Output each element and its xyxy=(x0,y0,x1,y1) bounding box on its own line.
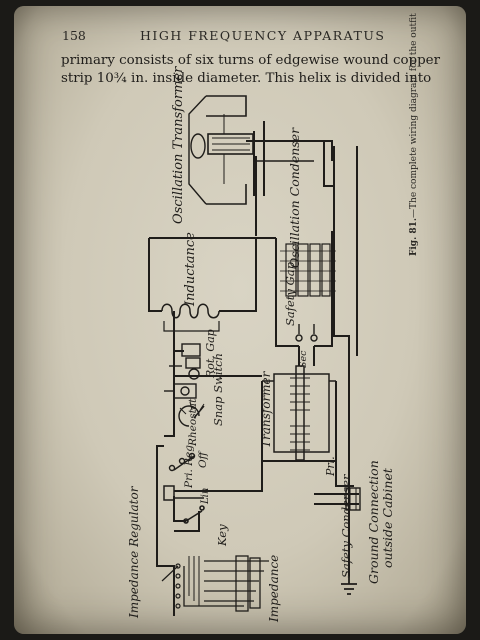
wire xyxy=(333,146,350,576)
label-impedance-regulator: Impedance Regulator xyxy=(127,485,141,619)
wire xyxy=(275,298,299,347)
label-snap-switch: Snap Switch xyxy=(211,353,225,426)
label-rot-gap: Rot. Gap xyxy=(204,329,217,379)
safety-condenser-symbol xyxy=(345,487,361,511)
impedance-regulator-contacts xyxy=(161,563,181,609)
wire xyxy=(324,140,333,161)
wire xyxy=(174,511,200,532)
wire xyxy=(314,298,333,347)
label-oscillation-condenser: Oscillation Condenser xyxy=(287,127,302,268)
wire xyxy=(156,476,175,616)
label-oscillation-transformer: Oscillation Transformer xyxy=(171,66,186,224)
safety-gap-symbol xyxy=(295,324,318,342)
transformer-symbol xyxy=(262,365,336,461)
label-lin: Lin xyxy=(200,488,211,505)
ground-symbol xyxy=(341,576,357,595)
label-off: Off xyxy=(197,450,209,468)
wire xyxy=(246,140,334,187)
label-transformer: Transformer xyxy=(259,370,273,448)
oscillation-transformer-symbol xyxy=(188,95,314,205)
running-title: HIGH FREQUENCY APPARATUS xyxy=(140,28,386,43)
rheostat-symbol xyxy=(178,401,205,427)
wire xyxy=(148,238,162,312)
label-safety-gap: Safety Gap xyxy=(283,261,297,326)
wire xyxy=(149,237,257,312)
impedance-coils xyxy=(183,555,269,612)
wiring-diagram: Oscillation Transformer Inductance Oscil… xyxy=(127,66,395,623)
book-page: 158 HIGH FREQUENCY APPARATUS primary con… xyxy=(14,6,466,634)
body-line: strip 10¾ in. inside diameter. This heli… xyxy=(61,71,432,86)
body-text: primary consists of six turns of edgewis… xyxy=(61,52,451,88)
wire xyxy=(156,445,164,476)
label-impedance: Impedance xyxy=(267,555,281,623)
inductance-coil xyxy=(161,303,220,332)
label-pri-reg: Pri. Reg. xyxy=(183,442,195,489)
label-ground-connection: Ground Connection xyxy=(366,460,381,584)
label-pri-transformer: Pri. xyxy=(324,456,337,477)
label-key: Key xyxy=(215,524,229,547)
label-sec: Sec xyxy=(298,350,309,368)
wire xyxy=(335,461,354,487)
figure-caption: Fig. 81.—The complete wiring diagram for… xyxy=(409,13,419,256)
key-symbol xyxy=(183,505,205,524)
page-number: 158 xyxy=(62,28,86,43)
pri-reg-switch xyxy=(168,452,196,472)
wire xyxy=(164,351,175,437)
condenser-plates xyxy=(280,243,336,297)
rotary-gap-symbol xyxy=(169,343,201,380)
snap-switch-symbol xyxy=(164,383,197,399)
wire xyxy=(261,381,337,462)
label-safety-condenser: Safety Condenser xyxy=(339,473,353,578)
figure-caption-text: —The complete wiring diagram for the out… xyxy=(409,13,419,218)
wire xyxy=(173,496,186,522)
label-outside-cabinet: outside Cabinet xyxy=(380,467,395,568)
body-line: primary consists of six turns of edgewis… xyxy=(61,53,440,68)
label-inductance: Inductance xyxy=(183,232,198,307)
figure-number: Fig. 81. xyxy=(409,217,419,256)
label-rheostat: Rheostat xyxy=(187,398,199,447)
line-terminals xyxy=(163,485,204,501)
